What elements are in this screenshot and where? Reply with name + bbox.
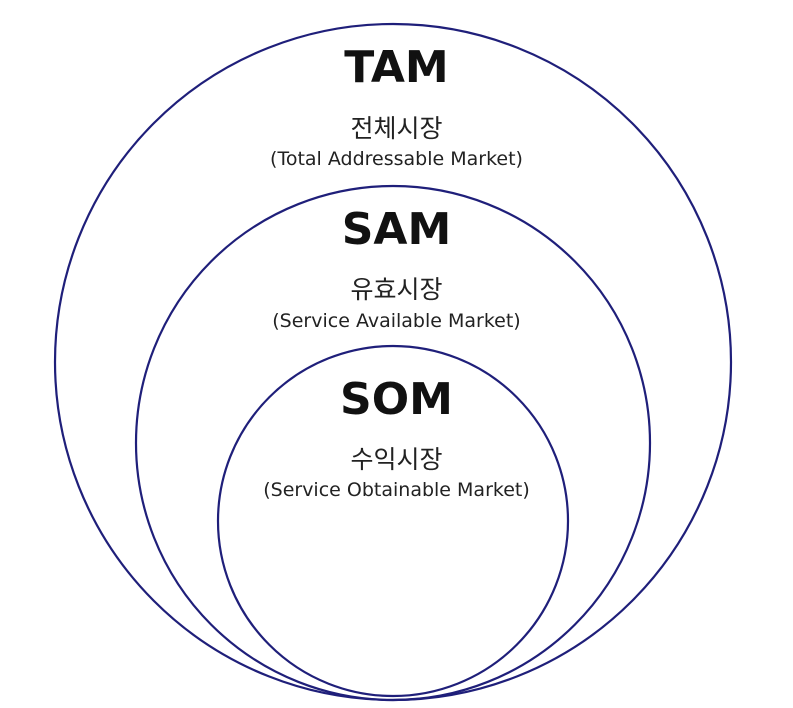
sam-title: SAM bbox=[341, 204, 452, 255]
tam-korean-label: 전체시장 bbox=[350, 114, 443, 143]
tam-title: TAM bbox=[344, 42, 449, 93]
sam-english-label: (Service Available Market) bbox=[272, 310, 521, 332]
som-title: SOM bbox=[340, 374, 453, 425]
som-korean-label: 수익시장 bbox=[350, 445, 443, 474]
tam-english-label: (Total Addressable Market) bbox=[270, 148, 523, 170]
sam-circle bbox=[134, 184, 652, 702]
som-circle bbox=[216, 344, 570, 698]
sam-korean-label: 유효시장 bbox=[350, 275, 443, 304]
som-english-label: (Service Obtainable Market) bbox=[263, 479, 530, 501]
